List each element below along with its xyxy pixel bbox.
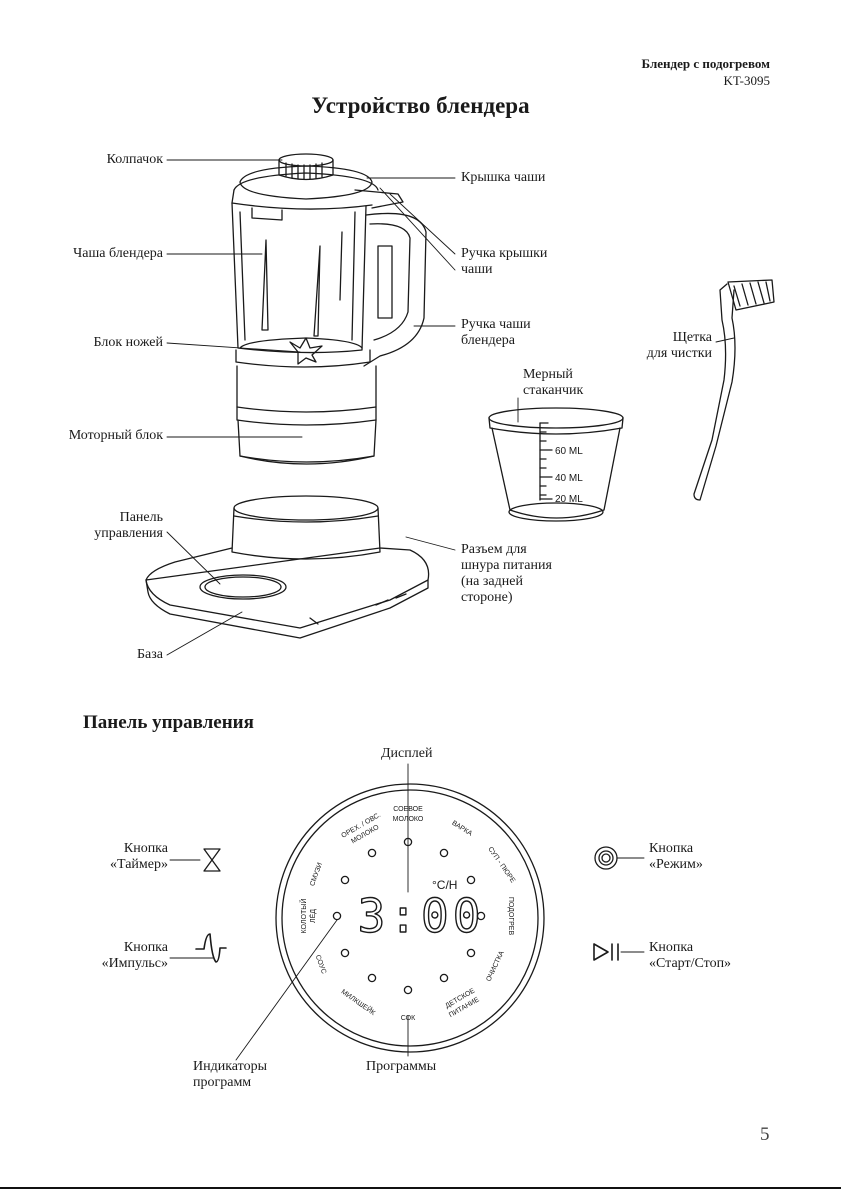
label-control-panel-1: Панель (119, 510, 163, 525)
program-clean: ОЧИСТКА (486, 950, 506, 983)
control-dial (235, 763, 545, 1061)
program-juice: СОК (401, 1015, 416, 1022)
label-measuring-cup-2: стаканчик (523, 383, 584, 398)
label-startstop-1: Кнопка (649, 940, 694, 955)
label-motor-unit: Моторный блок (68, 428, 163, 443)
label-blade-unit: Блок ножей (93, 335, 163, 350)
section-title-control-panel: Панель управления (83, 712, 254, 733)
bottom-rule (0, 1187, 841, 1189)
program-heat: ПОДОГРЕВ (507, 897, 514, 936)
label-brush-2: для чистки (646, 346, 712, 361)
cup-mark-40: 40 ML (555, 473, 583, 484)
page-number: 5 (760, 1124, 770, 1145)
label-pulse-1: Кнопка (123, 940, 168, 955)
label-brush-1: Щетка (672, 330, 712, 345)
label-connector-3: (на задней (461, 574, 523, 589)
label-jar-handle-2: блендера (461, 333, 516, 348)
display-time: 3:00 (358, 889, 485, 943)
blender-illustration (231, 153, 427, 465)
label-connector-4: стороне) (461, 590, 513, 605)
label-timer-2: «Таймер» (110, 857, 168, 872)
label-jar-lid: Крышка чаши (461, 170, 546, 185)
mode-icon (594, 846, 618, 870)
label-display: Дисплей (381, 746, 433, 761)
play-pause-icon (593, 943, 619, 961)
cleaning-brush-illustration (693, 279, 775, 501)
program-ice-2: ЛЁД (309, 909, 317, 923)
label-pulse-2: «Импульс» (101, 956, 168, 971)
program-soup: СУП - ПЮРЕ (486, 846, 516, 885)
label-jar-handle-1: Ручка чаши (461, 317, 531, 332)
label-lid-handle-1: Ручка крышки (461, 246, 548, 261)
label-control-panel-2: управления (94, 526, 163, 541)
measuring-cup-illustration (488, 407, 624, 522)
cup-mark-60: 60 ML (555, 446, 583, 457)
program-soy-2: МОЛОКО (393, 816, 424, 823)
label-connector-2: шнура питания (461, 558, 552, 573)
label-base: База (137, 647, 163, 662)
cup-mark-20: 20 ML (555, 494, 583, 505)
label-indicators-1: Индикаторы (193, 1059, 267, 1074)
label-indicators-2: программ (193, 1075, 252, 1090)
page-title: Устройство блендера (311, 93, 530, 118)
label-startstop-2: «Старт/Стоп» (649, 956, 732, 971)
leader-lines (166, 159, 735, 656)
label-timer-1: Кнопка (123, 841, 168, 856)
program-boil: ВАРКА (450, 820, 473, 838)
base-illustration (145, 495, 430, 639)
program-smoothie: СМУЗИ (309, 862, 324, 887)
label-cap: Колпачок (106, 152, 163, 167)
program-shake: МИЛКШЕЙК (340, 987, 378, 1018)
label-mode-2: «Режим» (649, 857, 703, 872)
hourglass-icon (203, 848, 221, 872)
label-connector-1: Разъем для (461, 542, 527, 557)
program-ice-1: КОЛОТЫЙ (299, 899, 308, 934)
program-soy-1: СОЕВОЕ (393, 806, 423, 813)
header-brand-line: Блендер с подогревом (641, 56, 770, 71)
display-unit: °C/H (432, 878, 457, 892)
program-sauce: СОУС (314, 954, 327, 975)
label-measuring-cup-1: Мерный (523, 367, 573, 382)
label-lid-handle-2: чаши (461, 262, 493, 277)
label-programs: Программы (366, 1059, 437, 1074)
label-mode-1: Кнопка (649, 841, 694, 856)
header-model: KT-3095 (723, 73, 770, 88)
label-jar: Чаша блендера (73, 246, 163, 261)
pulse-icon (195, 933, 227, 963)
